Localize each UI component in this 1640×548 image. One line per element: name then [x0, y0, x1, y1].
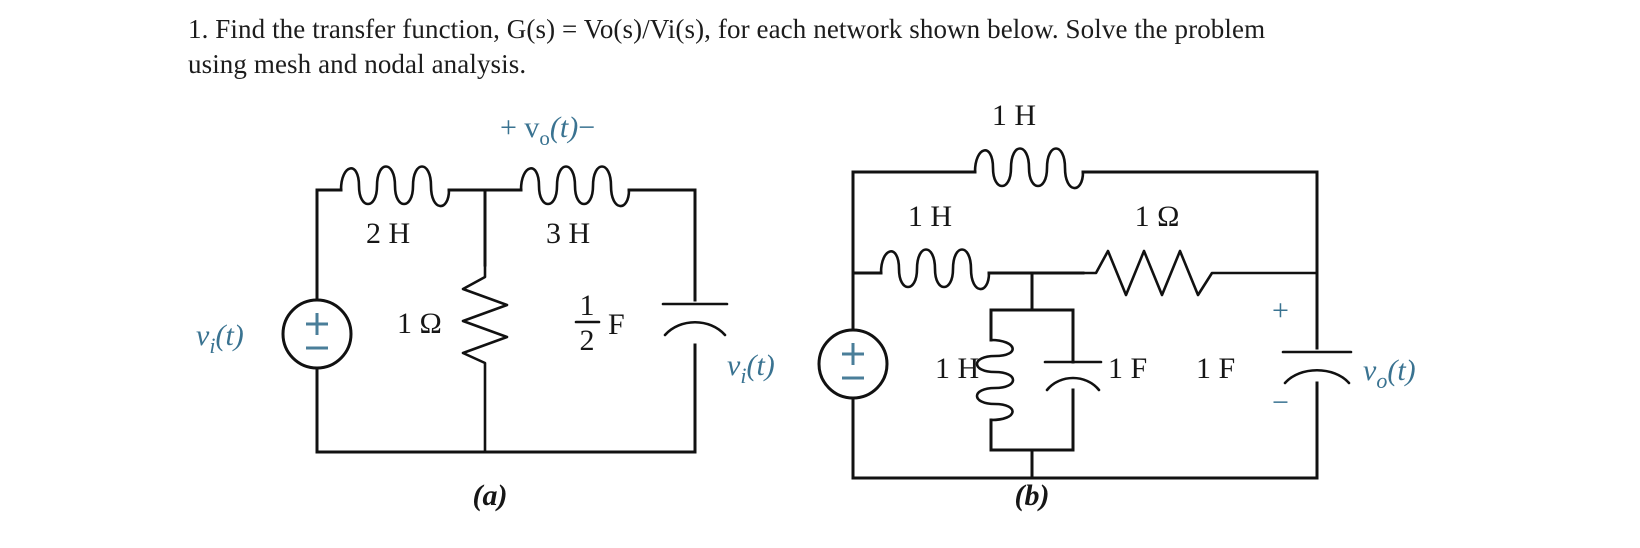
source-a-label-text: vi(t): [196, 319, 244, 358]
cap-a-numerator: 1: [580, 289, 595, 322]
inductor-2h-label: 2 H: [366, 217, 410, 250]
circuit-a-caption: (a): [473, 479, 508, 512]
voltage-source-a-label: vi(t): [196, 319, 244, 358]
output-b-label-text: vo(t): [1363, 354, 1416, 393]
voltage-source-b-label: vi(t): [727, 349, 775, 388]
inductor-top-1h-symbol: [973, 147, 1085, 190]
capacitor-shunt-1f-symbol: [1043, 360, 1103, 392]
resistor-1ohm-a-label: 1 Ω: [397, 307, 442, 340]
output-b-label: vo(t): [1363, 354, 1416, 393]
inductor-shunt-1h-symbol: [975, 338, 1015, 422]
cap-b-shunt-bottom-plate: [1045, 376, 1101, 392]
inductor-top-1h-label: 1 H: [992, 99, 1036, 132]
resistor-1ohm-b-symbol: [1081, 249, 1319, 297]
capacitor-output-1f-label: 1 F: [1196, 352, 1235, 385]
inductor-mid-1h-label: 1 H: [908, 200, 952, 233]
problem-line-2: using mesh and nodal analysis.: [188, 48, 527, 79]
problem-statement: 1. Find the transfer function, G(s) = Vo…: [188, 12, 1388, 81]
output-a-plus: +: [500, 111, 524, 144]
inductor-3h-label: 3 H: [546, 217, 590, 250]
circuit-a: 2 H 3 H 1 Ω 1 2 F vi(t) + vo(t)−: [196, 111, 729, 512]
inductor-mid-1h-symbol: [879, 248, 991, 291]
inductor-3h-symbol: [519, 165, 631, 208]
output-label-a: + vo(t)−: [500, 111, 595, 150]
capacitor-half-f-symbol: [661, 302, 729, 337]
cap-a-denominator: 2: [580, 324, 595, 357]
resistor-1ohm-a-symbol: [461, 263, 509, 454]
cap-b-out-bottom-plate: [1283, 369, 1351, 385]
problem-line-1: 1. Find the transfer function, G(s) = Vo…: [188, 14, 1266, 44]
circuit-b: 1 H 1 H 1 Ω 1 H 1 F 1 F vi(t) + − vo(t) …: [727, 99, 1416, 512]
capacitor-output-1f-symbol: [1281, 350, 1353, 385]
cap-a-bottom-plate: [663, 321, 727, 337]
capacitor-shunt-1f-label: 1 F: [1108, 352, 1147, 385]
inductor-shunt-1h-label: 1 H: [935, 352, 979, 385]
circuit-b-caption: (b): [1015, 479, 1050, 512]
cap-a-unit: F: [608, 308, 625, 341]
inductor-2h-symbol: [339, 165, 451, 208]
output-label-a-text: + vo(t)−: [500, 111, 595, 150]
capacitor-half-f-label: 1 2 F: [574, 289, 625, 357]
output-b-plus: +: [1272, 294, 1289, 327]
source-b-label-text: vi(t): [727, 349, 775, 388]
resistor-1ohm-b-label: 1 Ω: [1135, 200, 1180, 233]
output-b-minus: −: [1272, 386, 1289, 419]
